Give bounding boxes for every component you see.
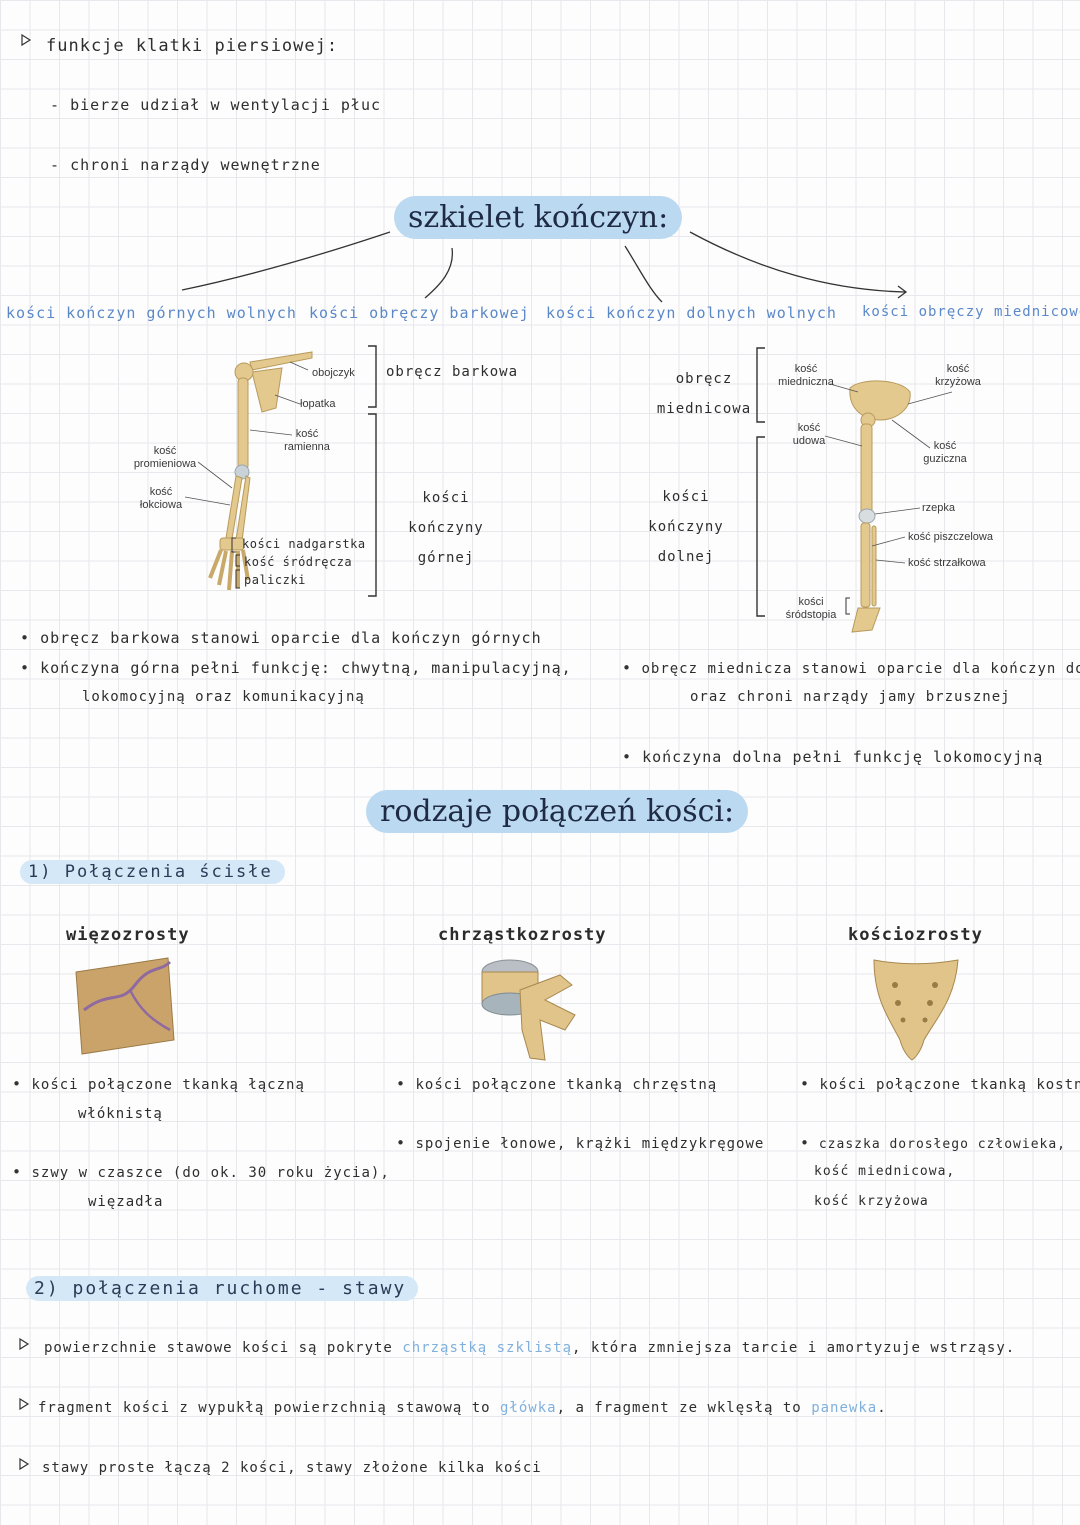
synostosis-image (873, 959, 959, 1061)
branch-line-lower-free (624, 245, 663, 303)
scapula-shape (251, 367, 283, 413)
bracket-shoulder (368, 345, 377, 408)
branch-line-shoulder (424, 247, 453, 299)
tibia-shape (860, 522, 871, 608)
joint-type-synchondrosis: chrząstkozrosty (438, 925, 607, 945)
label-phalanges: paliczki (244, 573, 306, 587)
triangle-bullets (19, 33, 32, 1471)
synostosis-note-continued: kość krzyżowa (814, 1194, 929, 1209)
label-collarbone: obojczyk (312, 367, 355, 379)
syndesmosis-note-continued: więzadła (88, 1194, 164, 1210)
section-1-heading: 1) Połączenia ścisłe (20, 860, 285, 884)
chest-functions-title: funkcje klatki piersiowej: (46, 36, 339, 56)
bracket-pelvis (756, 347, 765, 423)
label-hip-bone: kość miedniczna (778, 363, 834, 388)
syndesmosis-note: • kości połączone tkanką łączną (12, 1075, 305, 1093)
fibula-shape (871, 525, 877, 607)
arm-note: • kończyna górna pełni funkcję: chwytną,… (20, 659, 572, 677)
arm-note: • obręcz barkowa stanowi oparcie dla koń… (20, 629, 542, 647)
chest-function-item: - bierze udział w wentylacji płuc (50, 96, 382, 114)
joints-line-1: powierzchnie stawowe kości są pokryte ch… (44, 1340, 1016, 1356)
arm-note-continued: lokomocyjną oraz komunikacyjną (82, 689, 365, 705)
branch-shoulder-girdle: kości obręczy barkowej (309, 304, 530, 322)
label-fibula: kość strzałkowa (908, 557, 986, 569)
label-carpals: kości nadgarstka (242, 537, 366, 551)
synostosis-note: • kości połączone tkanką kostną (800, 1075, 1080, 1093)
synchondrosis-note: • spojenie łonowe, krążki międzykręgowe (396, 1134, 765, 1152)
synchondrosis-note: • kości połączone tkanką chrzęstną (396, 1075, 718, 1093)
label-tibia: kość piszczelowa (908, 531, 993, 543)
joints-title: rodzaje połączeń kości: (366, 790, 749, 833)
synchondrosis-image (481, 959, 576, 1061)
label-radius: kość promieniowa (133, 445, 197, 470)
joints-line-2: fragment kości z wypukłą powierzchnią st… (38, 1400, 887, 1416)
leg-group-girdle: obręcz miednicowa (656, 371, 752, 417)
foot-shape (851, 607, 881, 633)
label-sacrum: kość krzyżowa (935, 363, 981, 388)
chest-function-item: - chroni narządy wewnętrzne (50, 156, 321, 174)
syndesmosis-note-continued: włóknistą (78, 1106, 163, 1122)
arm-group-limb: kości kończyny górnej (408, 490, 484, 566)
leg-note: • kończyna dolna pełni funkcję lokomocyj… (622, 748, 1044, 766)
humerus-shape (237, 377, 249, 471)
bracket-upper-limb (368, 413, 377, 597)
label-scapula: łopatka (300, 398, 336, 410)
branch-upper-free: kości kończyn górnych wolnych (6, 304, 297, 322)
limbs-title: szkielet kończyn: (394, 196, 683, 239)
femur-shape (860, 423, 873, 515)
branch-lower-free: kości kończyn dolnych wolnych (546, 304, 837, 322)
label-patella: rzepka (922, 502, 956, 514)
syndesmosis-image (75, 957, 175, 1055)
label-metatarsals: kości śródstopia (785, 596, 837, 621)
label-femur: kość udowa (792, 422, 826, 447)
bracket-lower-limb (756, 436, 765, 617)
arm-group-girdle: obręcz barkowa (386, 364, 519, 380)
syndesmosis-note: • szwy w czaszce (do ok. 30 roku życia), (12, 1163, 390, 1181)
label-ulna: kość łokciowa (139, 486, 183, 511)
joints-line-3: stawy proste łączą 2 kości, stawy złożon… (42, 1460, 542, 1476)
joint-type-synostosis: kościozrosty (848, 925, 983, 945)
leg-skeleton-illustration (849, 380, 911, 633)
section-2-heading: 2) połączenia ruchome - stawy (26, 1276, 419, 1301)
leg-note: • obręcz miednicza stanowi oparcie dla k… (622, 659, 1080, 677)
pelvis-shape (849, 380, 911, 421)
synostosis-note-continued: kość miednicowa, (814, 1164, 956, 1179)
leg-note-continued: oraz chroni narządy jamy brzusznej (690, 689, 1011, 705)
leg-group-limb: kości kończyny dolnej (648, 489, 724, 565)
joint-type-syndesmosis: więzozrosty (66, 925, 190, 945)
branch-line-pelvic (689, 231, 906, 293)
branch-pelvic-girdle: kości obręczy miednicowej (862, 304, 1080, 320)
arrow-head-icon (897, 285, 908, 299)
label-humerus: kość ramienna (284, 428, 330, 453)
label-metacarpals: kość śródręcza (244, 555, 353, 569)
patella-shape (858, 508, 876, 524)
synostosis-note: • czaszka dorosłego człowieka, (800, 1134, 1067, 1152)
label-coccyx: kość guziczna (923, 440, 967, 465)
fingers-shape (208, 549, 250, 591)
branch-line-upper-free (181, 231, 391, 291)
